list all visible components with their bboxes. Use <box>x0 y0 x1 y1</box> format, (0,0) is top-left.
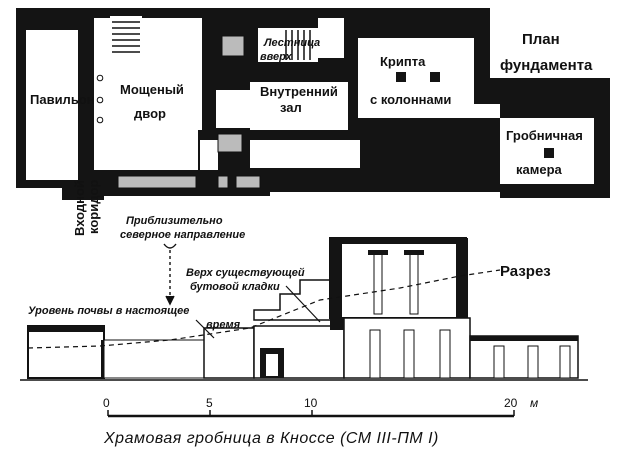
north-label: Приблизительно <box>126 215 223 227</box>
crypt-label: Крипта <box>380 54 426 69</box>
scale-bar <box>107 410 515 418</box>
figure-caption: Храмовая гробница в Кноссе (СМ III-ПМ I) <box>103 430 439 447</box>
section-drawing <box>20 237 588 381</box>
stairs-label-2: вверх <box>260 51 293 63</box>
corridor-label-2: коридор <box>86 180 101 234</box>
scale-tick-10: 10 <box>304 396 318 410</box>
scale-tick-5: 5 <box>206 396 213 410</box>
plan-heading: План <box>522 31 560 48</box>
section-heading: Разрез <box>500 263 551 280</box>
scale-tick-20: 20 <box>504 396 518 410</box>
north-arrow-icon <box>163 243 177 306</box>
pavilion-label: Павильон <box>30 92 95 107</box>
courtyard-label-2: двор <box>134 106 166 121</box>
masonry-label: Верх существующей <box>186 267 305 279</box>
scale-unit: м <box>530 396 538 410</box>
inner-hall-label-2: зал <box>280 100 302 115</box>
foundation-plan <box>16 8 610 200</box>
north-label-2: северное направление <box>120 229 245 241</box>
stairs-hatching <box>112 21 140 53</box>
tomb-label-2: камера <box>516 162 563 177</box>
stairs-label: Лестница <box>263 37 320 49</box>
soil-level-label-2: время <box>206 319 241 331</box>
plan-heading-2: фундамента <box>500 57 593 74</box>
tomb-label: Гробничная <box>506 128 583 143</box>
inner-hall-label: Внутренний <box>260 84 338 99</box>
corridor-label: Входной <box>72 180 87 236</box>
scale-tick-0: 0 <box>103 396 110 410</box>
masonry-label-2: бутовой кладки <box>190 281 280 293</box>
crypt-label-2: с колоннами <box>370 92 451 107</box>
soil-level-label: Уровень почвы в настоящее <box>28 305 189 317</box>
courtyard-label: Мощеный <box>120 82 184 97</box>
